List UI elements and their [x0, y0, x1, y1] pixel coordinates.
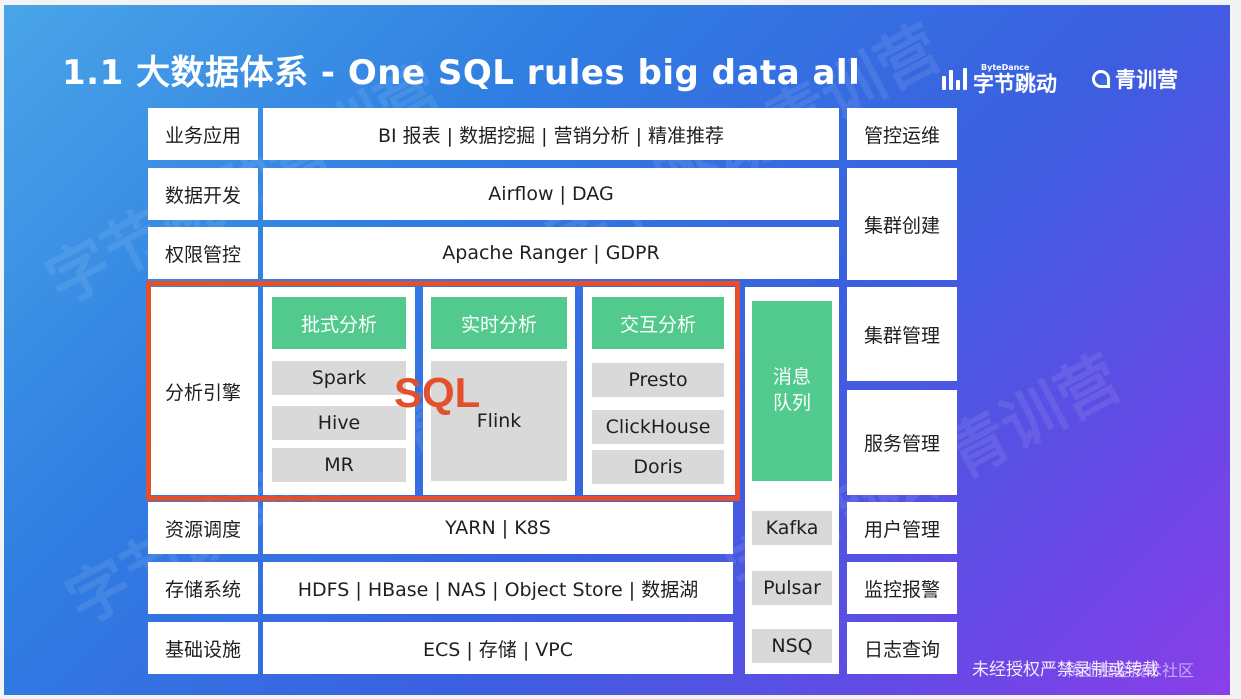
ops-item-service-manage: 服务管理: [847, 390, 957, 495]
footer-notice: 未经授权严禁录制或转载: [972, 660, 1159, 680]
layer-label-storage: 存储系统: [148, 562, 258, 614]
engine-header-batch: 批式分析: [272, 297, 406, 349]
ops-item-cluster-create: 集群创建: [847, 168, 957, 280]
layer-content-scheduling: YARN | K8S: [263, 502, 733, 554]
bytedance-small-text: ByteDance: [981, 62, 1030, 72]
ops-item-control: 管控运维: [847, 108, 957, 160]
bytedance-text: 字节跳动: [973, 71, 1057, 96]
footer-overlay: 稀土掘金技术社区: [1066, 661, 1195, 680]
layer-label-scheduling: 资源调度: [148, 502, 258, 554]
layer-label-auth: 权限管控: [148, 227, 258, 279]
engine-item-mr: MR: [272, 448, 406, 482]
ops-item-cluster-manage: 集群管理: [847, 287, 957, 381]
engine-item-hive: Hive: [272, 406, 406, 440]
bytedance-logo: ByteDance 字节跳动: [942, 59, 1057, 99]
engine-item-spark: Spark: [272, 361, 406, 395]
sql-highlight-box: [146, 281, 740, 501]
engine-header-realtime: 实时分析: [431, 297, 567, 349]
page-title: 1.1 大数据体系 - One SQL rules big data all: [62, 53, 861, 93]
layer-label-engine: 分析引擎: [148, 287, 258, 495]
engine-item-doris: Doris: [592, 450, 724, 484]
engine-item-flink: Flink: [431, 361, 567, 481]
engine-item-presto: Presto: [592, 363, 724, 397]
layer-content-dev: Airflow | DAG: [263, 168, 839, 220]
mq-item-nsq: NSQ: [752, 629, 832, 663]
layer-label-infra: 基础设施: [148, 622, 258, 674]
engine-header-interactive: 交互分析: [592, 297, 724, 349]
layer-content-infra: ECS | 存储 | VPC: [263, 622, 733, 674]
layer-label-business: 业务应用: [148, 108, 258, 160]
layer-content-storage: HDFS | HBase | NAS | Object Store | 数据湖: [263, 562, 733, 614]
qingxun-text: 青训营: [1115, 68, 1178, 92]
mq-item-kafka: Kafka: [752, 511, 832, 545]
layer-content-auth: Apache Ranger | GDPR: [263, 227, 839, 279]
engine-item-clickhouse: ClickHouse: [592, 410, 724, 444]
message-queue-header: 消息 队列: [752, 301, 832, 481]
ops-item-log: 日志查询: [847, 622, 957, 674]
sql-label: SQL: [394, 369, 481, 416]
ops-item-monitor: 监控报警: [847, 562, 957, 614]
qingxun-ring-icon: [1092, 70, 1110, 88]
qingxun-logo: 青训营: [1092, 59, 1178, 99]
mq-item-pulsar: Pulsar: [752, 571, 832, 605]
layer-label-dev: 数据开发: [148, 168, 258, 220]
ops-item-user-manage: 用户管理: [847, 502, 957, 554]
bytedance-bars-icon: [942, 68, 967, 90]
message-queue-header-line1: 消息: [772, 366, 811, 389]
layer-content-business: BI 报表 | 数据挖掘 | 营销分析 | 精准推荐: [263, 108, 839, 160]
message-queue-header-line2: 队列: [772, 392, 811, 414]
